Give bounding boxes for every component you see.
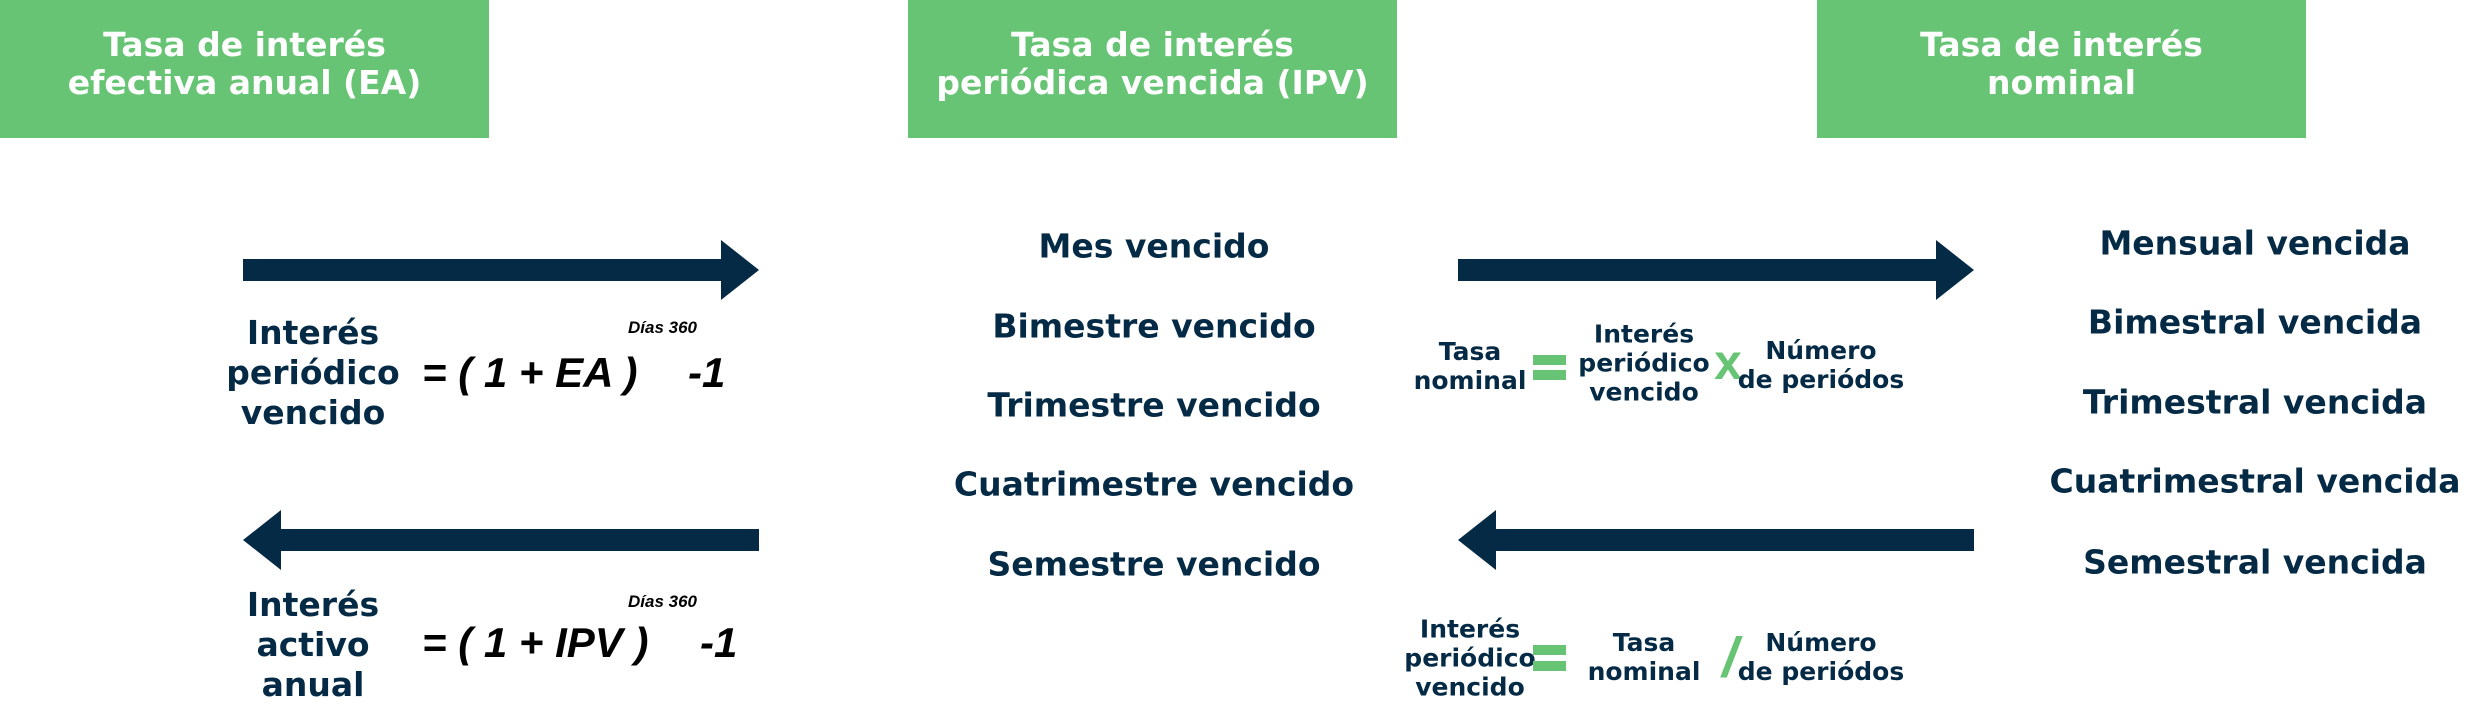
header-line: Tasa de interés <box>1011 25 1294 64</box>
label-line: activo <box>256 625 370 664</box>
formula-ipv: = ( 1 + IPV ) <box>422 619 649 666</box>
header-line: periódica vencida (IPV) <box>936 63 1369 102</box>
periodic-item: Mes vencido <box>1038 226 1270 266</box>
label-line: periódico <box>1578 348 1710 378</box>
nominal-rate-label: Tasa nominal <box>1414 337 1527 395</box>
header-effective-annual-rate: Tasa de interés efectiva anual (EA) <box>0 0 489 138</box>
nominal-item: Mensual vencida <box>2099 223 2411 263</box>
nominal-item: Semestral vencida <box>2083 542 2427 582</box>
header-line: Tasa de interés <box>1920 25 2203 64</box>
label-line: vencido <box>240 393 386 432</box>
label-line: Interés <box>1593 319 1695 349</box>
nominal-item: Bimestral vencida <box>2087 302 2423 342</box>
label-line: nominal <box>1587 657 1701 686</box>
label-line: nominal <box>1413 366 1527 395</box>
label-line: Tasa <box>1612 628 1676 657</box>
periodic-interest-label: Interés periódico vencido <box>1404 615 1535 702</box>
label-line: periódico <box>226 353 400 392</box>
formula-minus-one: -1 <box>688 349 726 396</box>
label-line: anual <box>261 665 365 704</box>
label-line: vencido <box>1415 672 1525 702</box>
nominal-rate-label: Tasa nominal <box>1588 628 1701 686</box>
nominal-item: Cuatrimestral vencida <box>2049 461 2461 501</box>
periodic-interest-label: Interés periódico vencido <box>226 313 399 433</box>
label-line: de periódos <box>1737 365 1905 394</box>
arrow-left-icon <box>243 510 759 570</box>
periodic-item: Bimestre vencido <box>992 306 1316 346</box>
arrow-left-icon <box>1458 510 1974 570</box>
annual-interest-label: Interés activo anual <box>247 585 379 705</box>
periodic-item: Cuatrimestre vencido <box>953 464 1355 504</box>
arrow-right-icon <box>243 240 759 300</box>
label-line: Interés <box>246 585 380 624</box>
label-line: Número <box>1765 628 1877 657</box>
number-of-periods-label: Número de periódos <box>1738 628 1904 686</box>
divide-icon: / <box>1722 625 1738 689</box>
label-line: de periódos <box>1737 657 1905 686</box>
header-line: Tasa de interés <box>103 25 386 64</box>
arrow-right-icon <box>1458 240 1974 300</box>
formula-exponent: Días 360 <box>628 318 697 337</box>
multiply-icon: x <box>1714 334 1742 390</box>
label-line: Interés <box>246 313 380 352</box>
header-nominal-rate: Tasa de interés nominal <box>1817 0 2306 138</box>
header-line: nominal <box>1987 63 2136 102</box>
label-line: vencido <box>1589 377 1699 407</box>
label-line: Interés <box>1419 614 1521 644</box>
label-line: Tasa <box>1438 337 1502 366</box>
formula-ea: = ( 1 + EA ) <box>422 349 638 396</box>
formula-exponent: Días 360 <box>628 592 697 611</box>
periodic-interest-label: Interés periódico vencido <box>1578 320 1709 407</box>
nominal-item: Trimestral vencida <box>2082 382 2428 422</box>
number-of-periods-label: Número de periódos <box>1738 336 1904 394</box>
header-periodic-rate: Tasa de interés periódica vencida (IPV) <box>908 0 1397 138</box>
header-line: efectiva anual (EA) <box>67 63 422 102</box>
label-line: periódico <box>1404 643 1536 673</box>
formula-minus-one: -1 <box>700 619 738 666</box>
label-line: Número <box>1765 336 1877 365</box>
periodic-item: Trimestre vencido <box>987 385 1321 425</box>
periodic-item: Semestre vencido <box>987 544 1321 584</box>
